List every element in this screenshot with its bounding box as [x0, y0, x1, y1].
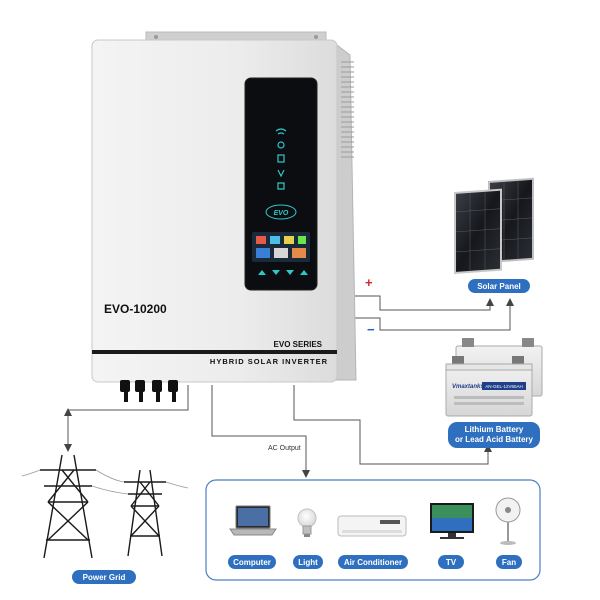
batteries: Vmaxtanks AN-GEL-12V65AH — [445, 338, 543, 417]
model-label: EVO-10200 — [104, 302, 167, 316]
battery-brand: Vmaxtanks — [452, 384, 484, 390]
battery-status-icon — [277, 154, 285, 163]
ac-output-label: AC Output — [268, 445, 301, 452]
tower-right — [124, 469, 166, 557]
solar-panels — [454, 177, 534, 274]
positive-sign: + — [365, 275, 373, 290]
wifi-icon — [275, 128, 287, 135]
battery-label: Lithium Battery or Lead Acid Battery — [448, 422, 540, 448]
appliance-label-computer: Computer — [228, 555, 276, 569]
control-buttons[interactable] — [258, 270, 308, 275]
power-grid-label: Power Grid — [72, 570, 136, 584]
load-icon — [277, 169, 285, 178]
lcd-content — [256, 236, 306, 258]
series-label: EVO SERIES — [274, 340, 323, 349]
display-logo: EVO — [274, 210, 289, 217]
battery-label-line2: or Lead Acid Battery — [455, 435, 533, 444]
esc-button-icon — [300, 270, 308, 275]
subtitle-label: HYBRID SOLAR INVERTER — [210, 357, 328, 366]
power-icon — [277, 141, 285, 149]
enter-button-icon — [286, 270, 294, 275]
negative-sign: − — [367, 322, 375, 337]
up-button-icon — [258, 270, 266, 275]
side-vent — [341, 61, 354, 158]
fan-icon — [495, 497, 521, 545]
appliance-label-fan: Fan — [496, 555, 522, 569]
battery-label-line1: Lithium Battery — [464, 425, 524, 434]
appliance-label-tv: TV — [438, 555, 464, 569]
light-bulb-icon — [297, 508, 317, 537]
battery-model: AN-GEL-12V65AH — [485, 384, 523, 389]
appliance-label-light: Light — [293, 555, 323, 569]
wire-arrows — [64, 298, 514, 478]
air-conditioner-icon — [337, 515, 407, 537]
solar-panel-label: Solar Panel — [468, 279, 530, 293]
power-grid-towers — [21, 454, 189, 559]
status-indicators — [275, 128, 287, 190]
appliance-label-air-conditioner: Air Conditioner — [338, 555, 408, 569]
appliance-icons — [229, 497, 521, 545]
dc-terminals — [120, 380, 178, 402]
wiring — [67, 295, 511, 474]
down-button-icon — [272, 270, 280, 275]
tower-left — [40, 454, 96, 559]
alarm-icon — [277, 182, 285, 190]
tv-icon — [430, 503, 474, 539]
evo-logo-ring — [265, 204, 297, 220]
laptop-icon — [229, 505, 277, 536]
grid-cables — [21, 469, 189, 495]
hybrid-inverter: EVO EVO-10200 EVO SERIES HYBRID SOLAR IN… — [91, 31, 357, 402]
